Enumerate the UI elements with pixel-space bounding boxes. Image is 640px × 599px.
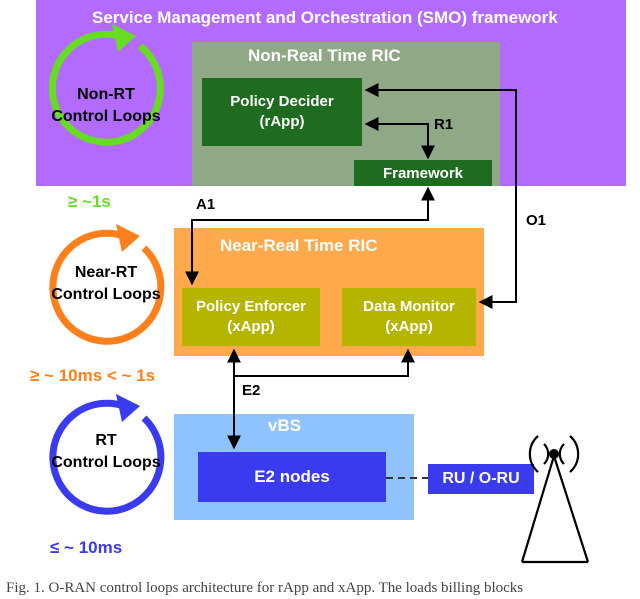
vbs-title: vBS	[268, 416, 302, 435]
data-monitor-line2: (xApp)	[385, 318, 433, 335]
non-rt-loop-timing: ≥ ~1s	[68, 192, 111, 211]
policy-decider: Policy Decider (rApp)	[202, 78, 362, 146]
near-rt-loop-line1: Near-RT	[74, 264, 138, 281]
non-rt-loop-icon	[48, 24, 164, 146]
antenna-tower-icon	[520, 435, 590, 564]
policy-decider-line2: (rApp)	[259, 113, 305, 130]
ru-o-ru: RU / O-RU	[428, 464, 534, 494]
non-rt-ric-title: Non-Real Time RIC	[248, 46, 401, 65]
o1-connector	[364, 83, 517, 309]
smo-title: Service Management and Orchestration (SM…	[92, 8, 558, 27]
r1-connector	[364, 117, 435, 160]
policy-enforcer-line1: Policy Enforcer	[195, 298, 307, 315]
policy-enforcer-line2: (xApp)	[227, 318, 275, 335]
rt-loop-label: RT Control Loops	[42, 430, 170, 474]
rt-loop-timing: ≤ ~ 10ms	[50, 538, 123, 557]
rt-loop-icon	[49, 394, 165, 515]
figure-caption: Fig. 1. O-RAN control loops architecture…	[6, 580, 524, 596]
rt-loop-line2: Control Loops	[51, 454, 161, 471]
near-rt-loop-line2: Control Loops	[51, 286, 161, 303]
e2-label: E2	[242, 382, 261, 399]
policy-decider-line1: Policy Decider	[230, 93, 334, 110]
o1-label: O1	[526, 212, 547, 229]
e2-nodes: E2 nodes	[198, 452, 386, 502]
non-rt-loop-label: Non-RT Control Loops	[42, 84, 170, 128]
policy-enforcer: Policy Enforcer (xApp)	[182, 288, 320, 346]
a1-connector	[185, 186, 435, 286]
near-rt-loop-timing: ≥ ~ 10ms < ~ 1s	[30, 366, 156, 385]
non-rt-loop-line1: Non-RT	[77, 86, 135, 103]
non-rt-loop-line2: Control Loops	[51, 108, 161, 125]
a1-label: A1	[196, 196, 216, 213]
near-rt-loop-label: Near-RT Control Loops	[42, 262, 170, 306]
e2-branch-connector	[234, 348, 415, 377]
near-rt-loop-icon	[49, 224, 165, 345]
r1-label: R1	[434, 116, 454, 133]
rt-loop-line1: RT	[95, 432, 117, 449]
